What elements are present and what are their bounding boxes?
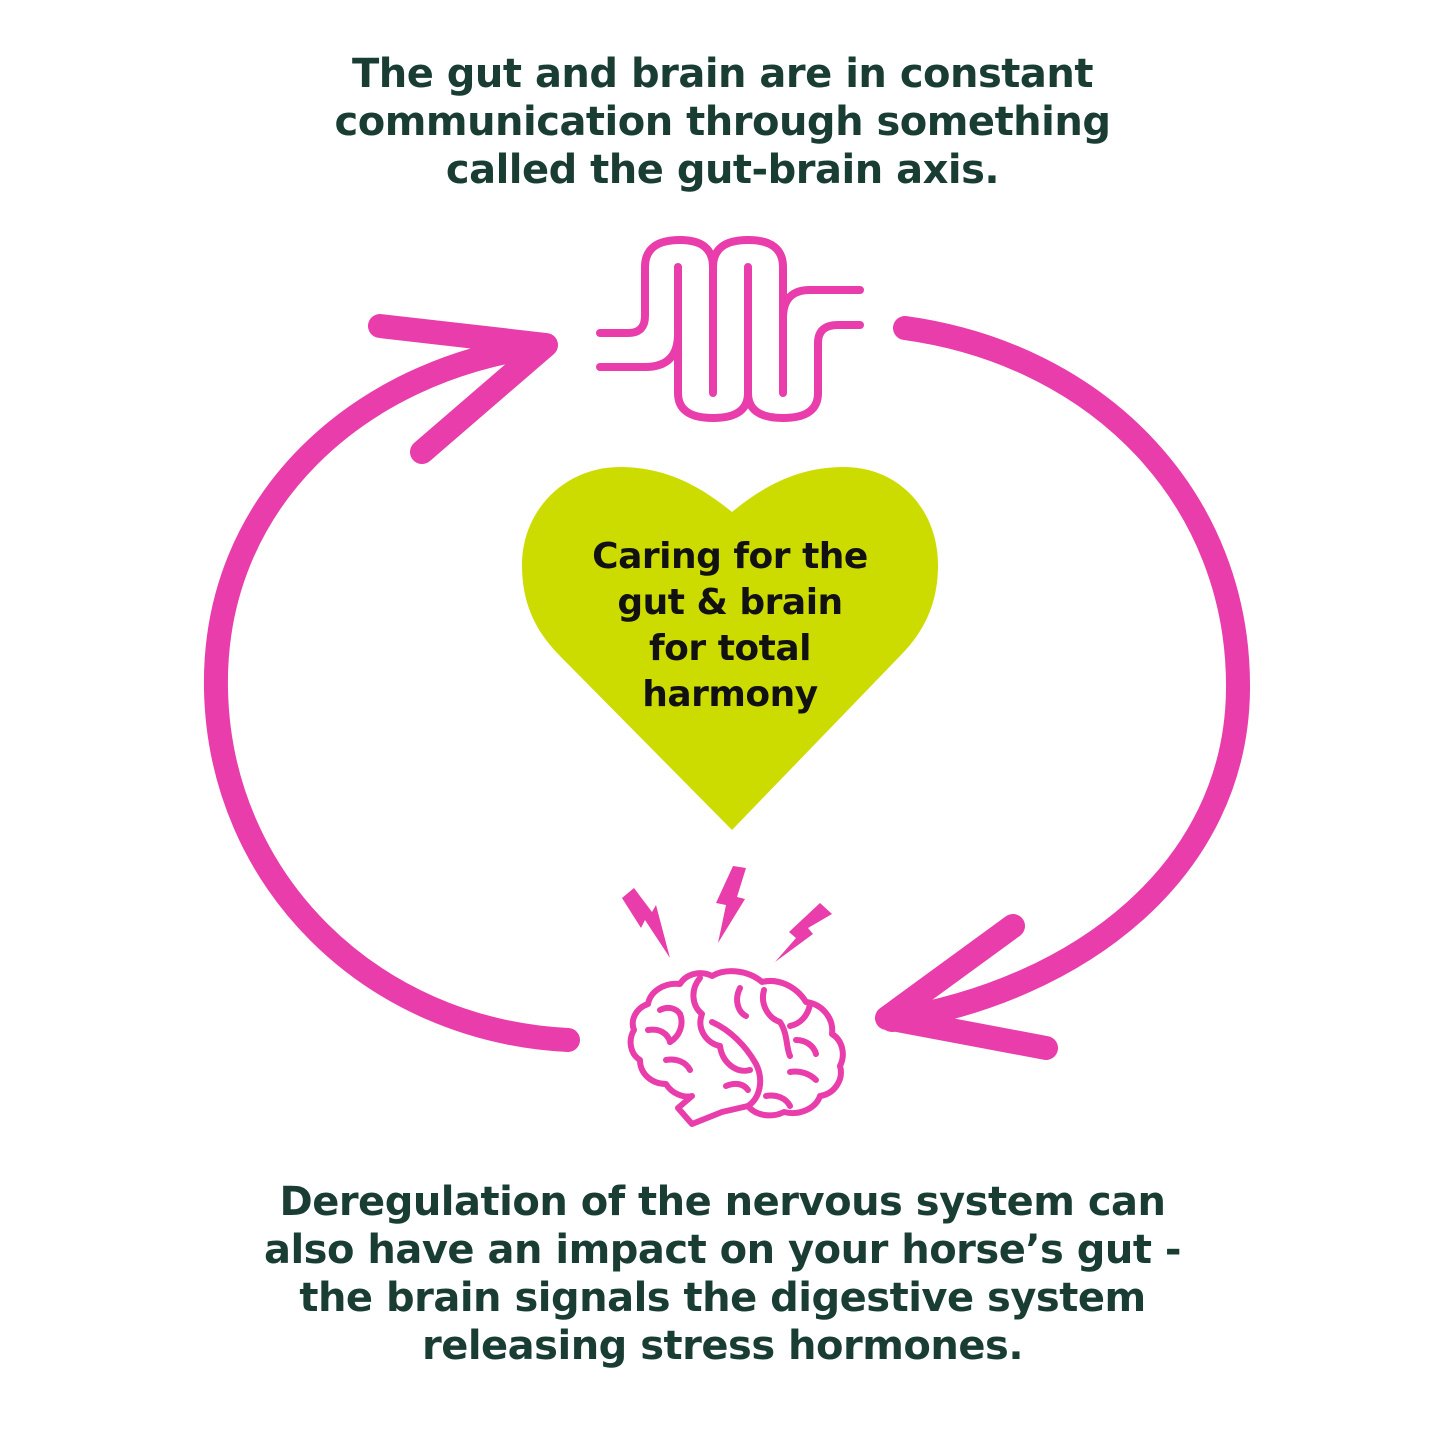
lightning-bolt-icon: [716, 866, 746, 943]
intestine-icon: [596, 236, 864, 422]
right-arrowhead-icon: [875, 914, 1058, 1060]
explanation-line: the brain signals the digestive system: [299, 1275, 1146, 1321]
lightning-bolt-icon: [775, 903, 832, 962]
lightning-bolts: [622, 866, 832, 962]
heart-message-line: for total: [649, 628, 811, 669]
heart-shape: [522, 467, 938, 830]
left-arc: [203, 334, 580, 1052]
left-cycle-arrow: [203, 314, 580, 1052]
explanation-line: also have an impact on your horse’s gut …: [263, 1227, 1182, 1273]
explanation-line: Deregulation of the nervous system can: [279, 1179, 1167, 1225]
heart-message-line: harmony: [642, 674, 818, 715]
explanation-text: Deregulation of the nervous system can a…: [0, 1178, 1445, 1370]
heart-message: Caring for the gut & brain for total har…: [560, 534, 900, 718]
left-arrowhead-icon: [368, 314, 558, 464]
brain-icon: [627, 968, 846, 1127]
intro-line: called the gut-brain axis.: [445, 147, 1000, 193]
intro-line: communication through something: [334, 99, 1111, 145]
intro-text: The gut and brain are in constant commun…: [0, 50, 1445, 194]
heart-message-line: Caring for the: [592, 536, 868, 577]
right-cycle-arrow: [875, 316, 1251, 1060]
right-arc: [880, 316, 1251, 1032]
heart-message-line: gut & brain: [617, 582, 843, 623]
brain-outline: [627, 968, 846, 1127]
explanation-line: releasing stress hormones.: [421, 1323, 1024, 1369]
lightning-bolt-icon: [622, 888, 670, 958]
intro-line: The gut and brain are in constant: [351, 51, 1094, 97]
